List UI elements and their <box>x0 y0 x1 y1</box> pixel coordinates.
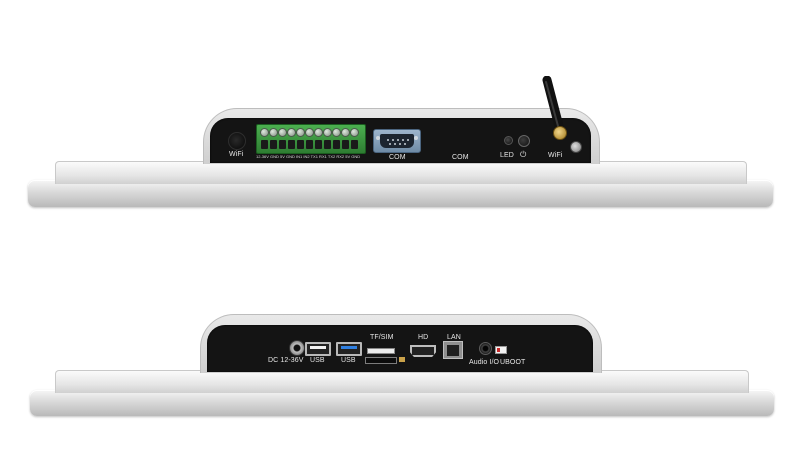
terminal-label: 12-36V GND 5V GND IN1 IN2 TX1 RX1 TX2 RX… <box>256 154 361 159</box>
dc-power-jack <box>289 340 305 356</box>
wifi-antenna-port-left <box>228 132 246 150</box>
antenna-fitting <box>570 141 582 153</box>
uboot-label: UBOOT <box>500 359 526 366</box>
audio-jack <box>479 342 492 355</box>
wifi-label-left: WiFi <box>229 151 244 158</box>
com-label-2: COM <box>452 154 469 161</box>
lan-label: LAN <box>447 334 461 341</box>
sim-contact <box>399 357 405 362</box>
dc-label: DC 12-36V <box>268 357 304 364</box>
lan-port <box>443 341 463 359</box>
uboot-switch[interactable] <box>495 346 507 354</box>
antenna-base <box>553 126 567 140</box>
usb-label-2: USB <box>341 357 356 364</box>
terminal-block <box>256 124 366 154</box>
led-label: LED <box>500 152 514 159</box>
power-button[interactable] <box>518 135 530 147</box>
hd-label: HD <box>418 334 429 341</box>
usb-port-2 <box>336 342 362 356</box>
tfsim-label: TF/SIM <box>370 334 394 341</box>
hdmi-port <box>410 345 436 357</box>
bottom-bezel-step <box>55 370 749 393</box>
audio-label: Audio I/O <box>469 359 500 366</box>
bottom-bezel <box>30 390 774 416</box>
power-icon: ⏻ <box>520 150 527 159</box>
sim-card-slot <box>365 357 397 364</box>
usb-label-1: USB <box>310 357 325 364</box>
bottom-io-panel <box>207 325 593 372</box>
com-label-1: COM <box>389 154 406 161</box>
com-port-db9 <box>373 129 421 153</box>
led-icon <box>504 136 513 145</box>
top-bezel-step <box>55 161 747 184</box>
tf-card-slot <box>367 348 395 354</box>
top-bezel <box>28 180 773 207</box>
usb-port-1 <box>305 342 331 356</box>
wifi-label-right: WiFi <box>548 152 563 159</box>
wifi-antenna-icon <box>542 76 565 135</box>
